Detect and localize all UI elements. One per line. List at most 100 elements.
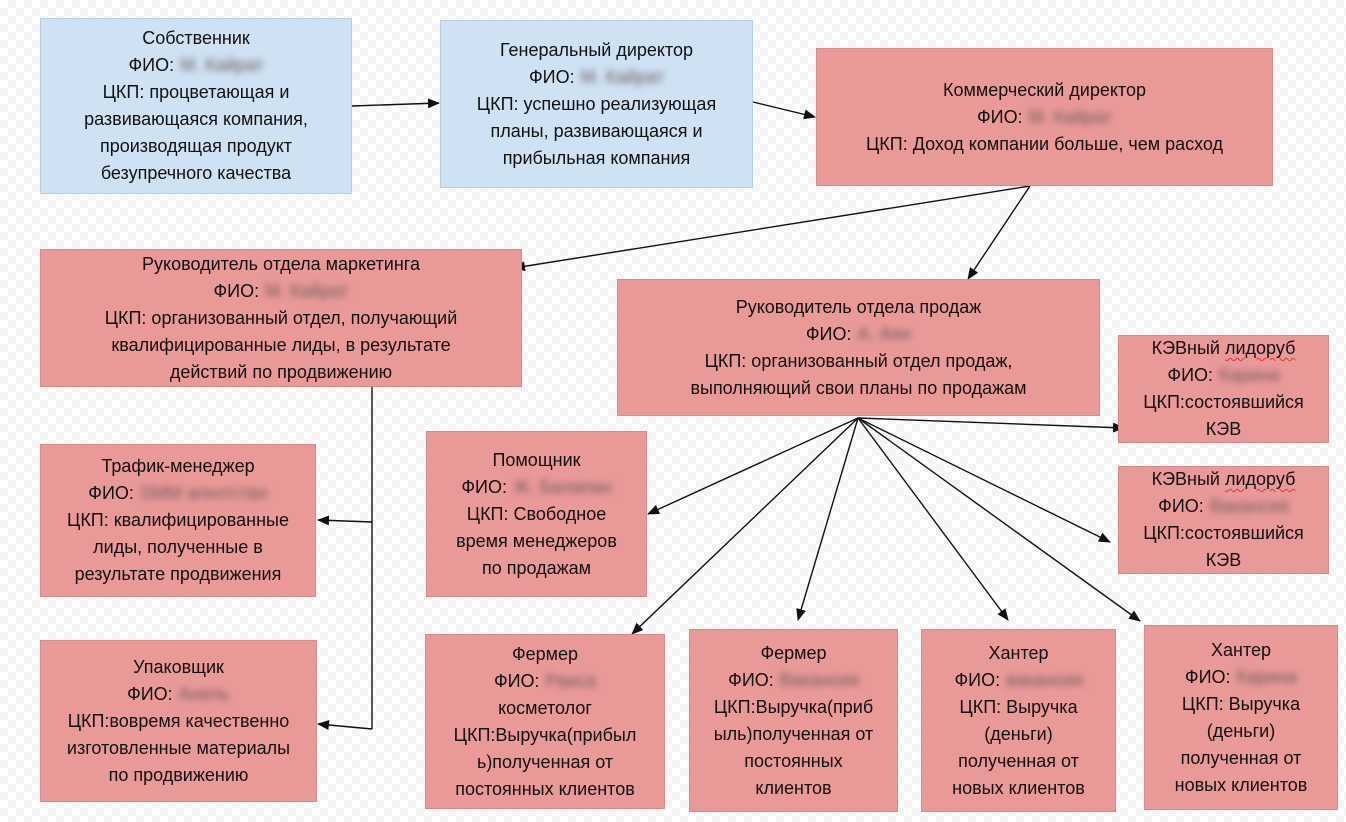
box-hunter-2: Хантер ФИО:Карина ЦКП: Выручка (деньги) … xyxy=(1144,625,1338,810)
box-sales-head: Руководитель отдела продаж ФИО:А. Аян ЦК… xyxy=(617,279,1100,416)
hunter2-fio-label: ФИО: xyxy=(1184,666,1231,687)
packer-title: Упаковщик xyxy=(133,656,224,677)
marketing-fio-label: ФИО: xyxy=(213,280,260,301)
hunter1-ckp-line: ЦКП: Выручка xyxy=(959,696,1078,717)
sales-ckp-line: ЦКП: организованный отдел продаж, xyxy=(704,350,1013,371)
cd-title: Коммерческий директор xyxy=(943,79,1146,100)
box-owner: Собственник ФИО:М. Кайрат ЦКП: процветаю… xyxy=(40,18,352,194)
box-farmer-1: Фермер ФИО:Раиса косметолог ЦКП:Выручка(… xyxy=(425,634,665,809)
lead2-ckp-line: ЦКП:состоявшийся xyxy=(1143,523,1304,543)
farmer2-ckp-line: ЦКП:Выручка(приб xyxy=(713,696,874,717)
sales-title: Руководитель отдела продаж xyxy=(735,296,982,317)
box-packer: Упаковщик ФИО:Анель ЦКП:вовремя качестве… xyxy=(40,640,317,802)
owner-fio-value: М. Кайрат xyxy=(180,55,264,75)
box-farmer-2: Фермер ФИО:Вакансия ЦКП:Выручка(приб ыль… xyxy=(689,629,898,812)
marketing-title: Руководитель отдела маркетинга xyxy=(142,253,420,274)
packer-ckp-line: изготовленные материалы xyxy=(66,737,291,758)
assistant-title: Помощник xyxy=(492,449,581,470)
lead1-title-word: лидоруб xyxy=(1224,338,1296,358)
sales-fio-label: ФИО: xyxy=(805,323,852,344)
traffic-ckp-line: результате продвижения xyxy=(74,564,282,584)
arrow-sales-to-hunter2 xyxy=(857,417,1141,622)
hunter1-ckp-line: новых клиентов xyxy=(952,777,1085,798)
hunter2-fio-value: Карина xyxy=(1236,666,1298,687)
traffic-title: Трафик-менеджер xyxy=(101,456,255,476)
lead2-title-prefix: КЭВный xyxy=(1151,469,1225,489)
owner-title: Собственник xyxy=(142,28,250,48)
lead2-title-word: лидоруб xyxy=(1224,469,1296,489)
cd-ckp-line: ЦКП: Доход компании больше, чем расход xyxy=(865,133,1224,154)
farmer2-title: Фермер xyxy=(760,642,827,663)
farmer2-ckp-line: постоянных xyxy=(744,750,843,771)
lead1-fio-label: ФИО: xyxy=(1167,365,1214,385)
owner-ckp-line: развивающаяся компания, xyxy=(84,109,308,129)
sales-ckp-line: выполняющий свои планы по продажам xyxy=(690,377,1027,398)
gd-title: Генеральный директор xyxy=(499,39,694,60)
lead1-ckp-line: КЭВ xyxy=(1205,419,1242,439)
cd-fio-label: ФИО: xyxy=(976,106,1023,127)
box-traffic-manager: Трафик-менеджер ФИО:SMM агентство ЦКП: к… xyxy=(40,444,316,597)
box-lead-hunter-1: КЭВный лидоруб ФИО:Карина ЦКП:состоявший… xyxy=(1118,335,1329,443)
traffic-fio-label: ФИО: xyxy=(88,483,134,503)
box-assistant: Помощник ФИО:Ж. Балапан ЦКП: Свободное в… xyxy=(426,431,647,597)
farmer2-fio-label: ФИО: xyxy=(728,669,774,690)
hunter1-ckp-line: (деньги) xyxy=(984,723,1053,744)
assistant-ckp-line: по продажам xyxy=(481,557,592,578)
farmer1-fio-label: ФИО: xyxy=(493,670,540,691)
box-lead-hunter-2: КЭВный лидоруб ФИО:Вакансия ЦКП:состоявш… xyxy=(1118,466,1329,574)
packer-fio-value: Анель xyxy=(178,683,230,704)
arrow-sales-to-farmer2 xyxy=(796,417,859,621)
farmer1-title: Фермер xyxy=(511,643,579,664)
farmer1-ckp-line: ь)полученная от xyxy=(476,751,614,772)
lead1-ckp-line: ЦКП:состоявшийся xyxy=(1143,392,1304,412)
farmer2-ckp-line: ыль)полученная от xyxy=(713,723,874,744)
hunter2-title: Хантер xyxy=(1210,639,1272,660)
owner-fio-label: ФИО: xyxy=(128,55,175,75)
arrow-sales-to-hunter1 xyxy=(857,417,1009,621)
sales-fio-value: А. Аян xyxy=(857,323,912,344)
lead1-fio-value: Карина xyxy=(1219,365,1280,385)
gd-ckp-line: планы, развивающаяся и xyxy=(490,120,703,141)
arrow-gd-to-cd xyxy=(752,101,816,120)
arrow-trunk-to-packer xyxy=(317,720,373,730)
arrow-owner-to-gd xyxy=(351,98,440,109)
lead1-title-prefix: КЭВный xyxy=(1151,338,1225,358)
packer-ckp-line: по продвижению xyxy=(108,764,249,785)
arrow-sales-to-farmer1 xyxy=(631,417,859,635)
box-commercial-director: Коммерческий директор ФИО:М. Кайрат ЦКП:… xyxy=(816,48,1273,186)
hunter2-ckp-line: новых клиентов xyxy=(1174,774,1308,795)
owner-ckp-line: безупречного качества xyxy=(100,163,292,183)
gd-fio-label: ФИО: xyxy=(528,66,575,87)
assistant-ckp-line: время менеджеров xyxy=(456,530,617,551)
owner-ckp-line: производящая продукт xyxy=(99,136,293,156)
marketing-fio-value: М. Кайрат xyxy=(265,280,349,301)
hunter2-ckp-line: полученная от xyxy=(1180,747,1302,768)
farmer1-ckp-line: постоянных клиентов xyxy=(455,778,635,799)
arrow-sales-to-lead1 xyxy=(857,417,1125,433)
farmer2-ckp-line: клиентов xyxy=(755,777,832,798)
marketing-ckp-line: действий по продвижению xyxy=(169,361,393,382)
hunter2-ckp-line: (деньги) xyxy=(1206,720,1276,741)
hunter1-title: Хантер xyxy=(988,642,1049,663)
lead2-ckp-line: КЭВ xyxy=(1205,550,1242,570)
marketing-ckp-line: ЦКП: организованный отдел, получающий xyxy=(104,307,458,328)
gd-ckp-line: прибыльная компания xyxy=(502,147,691,168)
arrow-cd-to-marketing xyxy=(513,185,1031,272)
box-general-director: Генеральный директор ФИО:М. Кайрат ЦКП: … xyxy=(440,20,753,188)
cd-fio-value: М. Кайрат xyxy=(1028,106,1113,127)
lead2-fio-label: ФИО: xyxy=(1158,496,1204,516)
hunter1-fio-label: ФИО: xyxy=(954,669,1001,690)
farmer1-fio-value: Раиса xyxy=(545,670,597,691)
packer-ckp-line: ЦКП:вовремя качественно xyxy=(67,710,290,731)
traffic-ckp-line: ЦКП: квалифицированные xyxy=(67,510,289,530)
traffic-ckp-line: лиды, полученные в xyxy=(93,537,263,557)
arrow-sales-to-assistant xyxy=(647,417,859,515)
hunter2-ckp-line: ЦКП: Выручка xyxy=(1181,693,1301,714)
packer-fio-label: ФИО: xyxy=(127,683,173,704)
arrow-cd-to-sales xyxy=(967,185,1031,280)
gd-ckp-line: ЦКП: успешно реализующая xyxy=(476,93,717,114)
assistant-fio-label: ФИО: xyxy=(461,476,507,497)
farmer1-ckp-line: ЦКП:Выручка(прибыл xyxy=(453,724,637,745)
assistant-fio-value: Ж. Балапан xyxy=(512,476,612,497)
hunter1-fio-value: вакансия xyxy=(1006,669,1083,690)
